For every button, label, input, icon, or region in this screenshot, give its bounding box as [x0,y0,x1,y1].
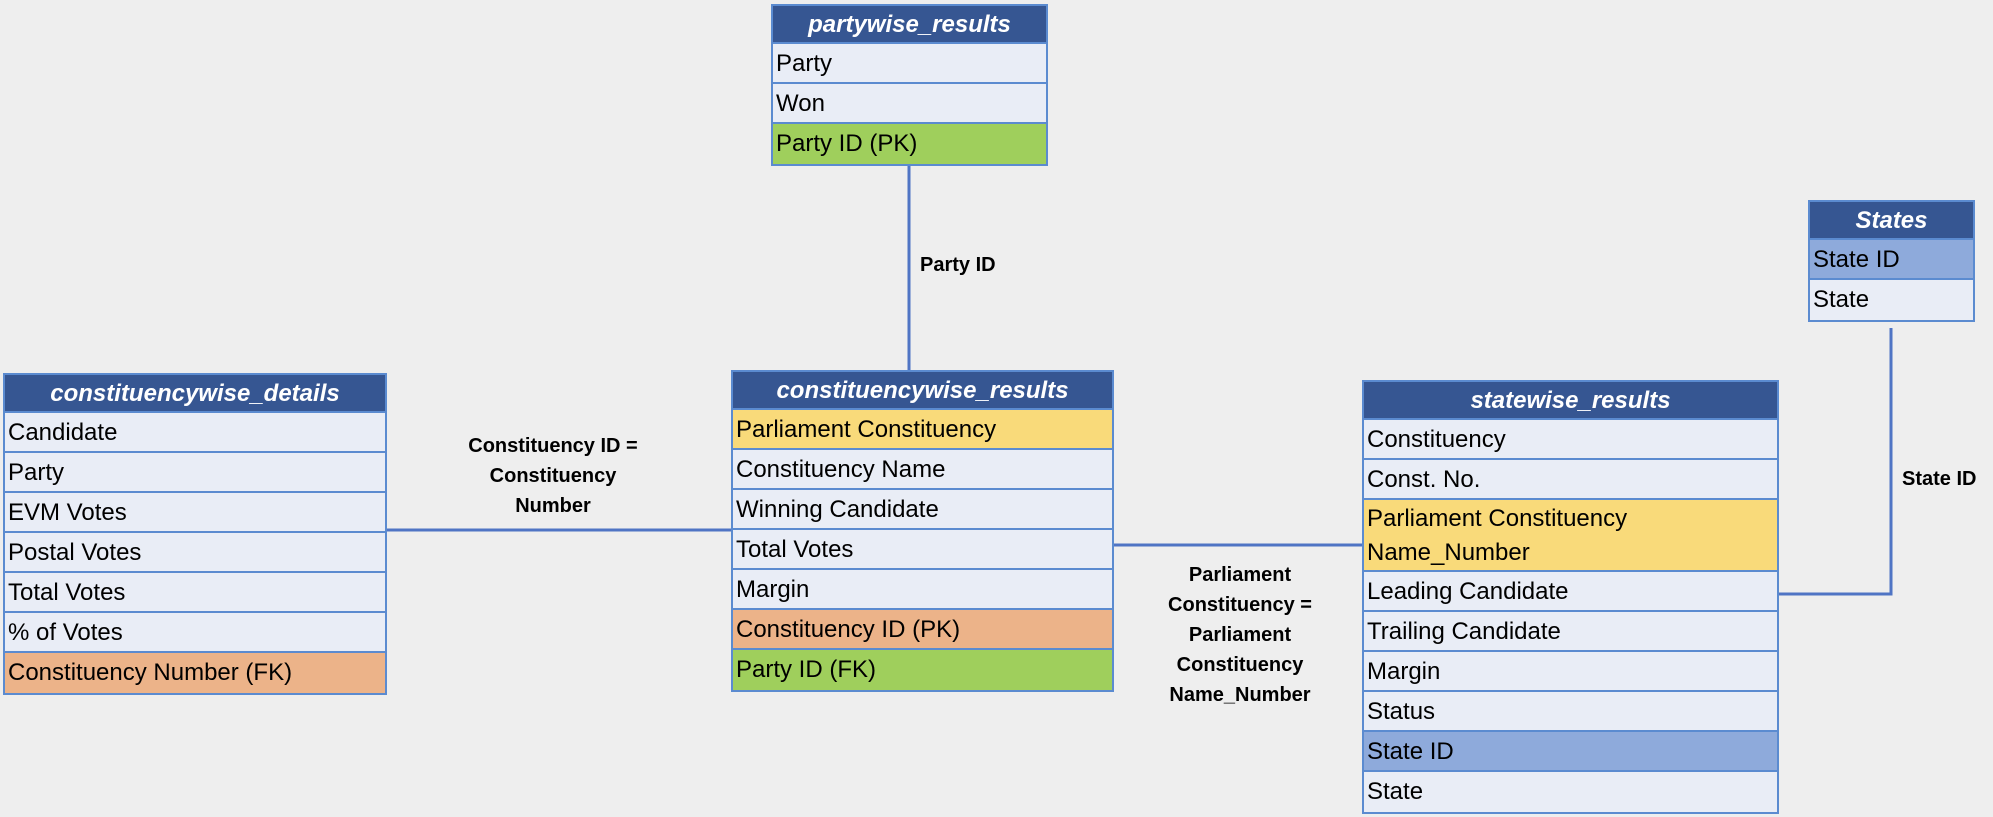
field-won: Won [773,84,1046,124]
entity-title: constituencywise_details [5,375,385,413]
entity-constituencywise-details: constituencywise_details Candidate Party… [3,373,387,695]
field-postal-votes: Postal Votes [5,533,385,573]
parliament-constituency-label-line: Constituency = [1168,594,1312,616]
parliament-constituency-label-line: Name_Number [1169,684,1311,706]
field-total-votes: Total Votes [733,530,1112,570]
field-party-id-pk: Party ID (PK) [773,124,1046,164]
field-evm-votes: EVM Votes [5,493,385,533]
field-percent-of-votes: % of Votes [5,613,385,653]
field-leading-candidate: Leading Candidate [1364,572,1777,612]
field-state-id: State ID [1810,240,1973,280]
field-margin: Margin [733,570,1112,610]
field-candidate: Candidate [5,413,385,453]
field-state-id: State ID [1364,732,1777,772]
field-constituency-id-pk: Constituency ID (PK) [733,610,1112,650]
parliament-constituency-label-line: Parliament [1188,564,1292,586]
entity-statewise-results: statewise_results Constituency Const. No… [1362,380,1779,814]
entity-title: statewise_results [1364,382,1777,420]
field-constituency: Constituency [1364,420,1777,460]
entity-title: constituencywise_results [733,372,1112,410]
constituency-id-label: Constituency ID = Constituency Number [440,431,666,521]
parliament-constituency-label: Parliament Constituency = Parliament Con… [1135,560,1345,710]
parliament-constituency-label-line: Constituency [1176,654,1304,676]
field-state: State [1813,286,1870,313]
field-total-votes: Total Votes [5,573,385,613]
field-trailing-candidate: Trailing Candidate [1364,612,1777,652]
field-constituency-number-fk: Constituency Number (FK) [5,653,385,693]
field-party-id-fk: Party ID (FK) [733,650,1112,690]
state-id-label: State ID [1902,468,1977,490]
field-party: Party [5,453,385,493]
entity-states: States State ID State [1808,200,1975,322]
field-state: State [1367,778,1424,805]
entity-title: States [1810,202,1973,240]
parliament-constituency-label-line: Parliament [1188,624,1292,646]
field-parliament-constituency: Parliament Constituency [733,410,1112,450]
constituency-id-label-line: Constituency [489,465,617,487]
field-constituency-name: Constituency Name [733,450,1112,490]
state-id-connector [1778,328,1893,596]
party-id-label: Party ID [920,254,996,276]
entity-constituencywise-results: constituencywise_results Parliament Cons… [731,370,1114,692]
field-margin: Margin [1364,652,1777,692]
entity-title: partywise_results [773,6,1046,44]
constituency-id-label-line: Constituency ID = [468,435,638,457]
field-parliament-constituency-name-number: Parliament Constituency Name_Number [1364,500,1777,572]
field-const-no: Const. No. [1364,460,1777,500]
field-status: Status [1364,692,1777,732]
constituency-id-label-line: Number [515,495,591,517]
field-winning-candidate: Winning Candidate [733,490,1112,530]
field-party: Party [773,44,1046,84]
entity-partywise-results: partywise_results Party Won Party ID (PK… [771,4,1048,166]
